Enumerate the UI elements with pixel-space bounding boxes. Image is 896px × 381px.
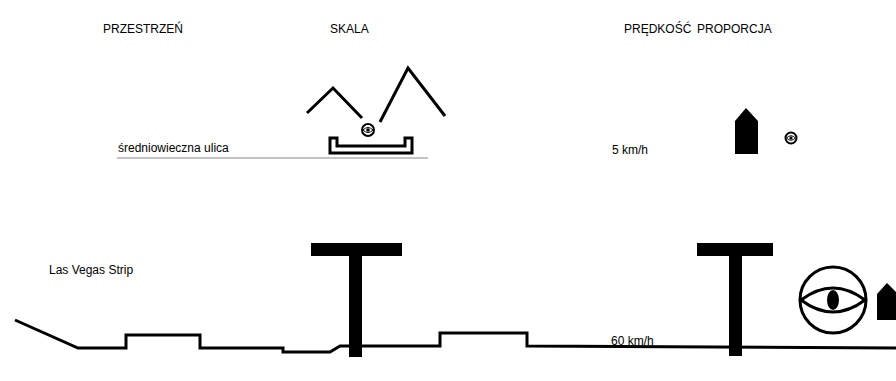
small-eye xyxy=(362,124,374,136)
speed-label: 60 km/h xyxy=(611,334,654,348)
house-icon xyxy=(735,108,758,154)
street-trough xyxy=(330,138,412,153)
column-heading: PROPORCJA xyxy=(697,22,772,36)
column-heading: PRĘDKOŚĆ xyxy=(624,22,691,36)
column-heading: PRZESTRZEŃ xyxy=(103,22,183,36)
right-roof xyxy=(380,68,445,122)
medieval-street-scale xyxy=(307,68,445,153)
left-roof xyxy=(307,88,362,118)
speed-label: 5 km/h xyxy=(612,143,648,157)
ground-line xyxy=(117,158,428,159)
sign-tower xyxy=(311,243,402,357)
sign-tower xyxy=(697,243,773,356)
space-label: Las Vegas Strip xyxy=(49,263,133,277)
small-eye xyxy=(786,133,797,144)
column-heading: SKALA xyxy=(330,22,369,36)
large-eye xyxy=(800,267,866,333)
house-icon xyxy=(877,283,896,320)
space-label: średniowieczna ulica xyxy=(118,141,229,155)
strip-skyline xyxy=(15,320,896,352)
